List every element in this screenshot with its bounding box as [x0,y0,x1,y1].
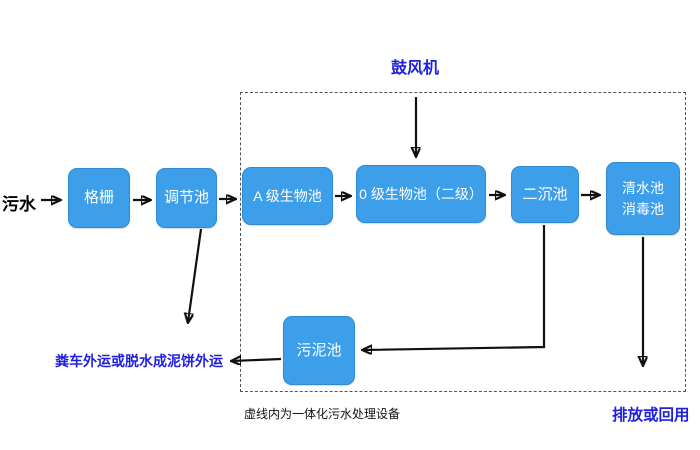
sewage-inflow-label: 污水 [2,195,36,214]
node-grid: 格栅 [68,168,130,228]
node-sludge-tank-label: 污泥池 [296,341,342,359]
arrow-regulating-to-sludge-out [188,228,203,322]
blower-label: 鼓风机 [391,60,440,77]
node-grid-label: 格栅 [83,189,114,207]
integrated-equipment-boundary [240,92,686,392]
node-a-level-bio-tank: A 级生物池 [242,167,333,225]
node-clean-water-tank-label-line1: 清水池 [622,180,664,197]
node-regulating-tank-label: 调节池 [163,189,209,207]
node-secondary-sedimentation-tank-label: 二沉池 [522,185,568,203]
node-secondary-sedimentation-tank: 二沉池 [511,166,579,223]
node-regulating-tank: 调节池 [156,168,217,228]
node-o-level-bio-tank: 0 级生物池（二级） [356,165,486,223]
node-clean-water-disinfection-tank: 清水池 消毒池 [606,162,680,235]
dashed-box-caption: 虚线内为一体化污水处理设备 [244,407,401,421]
discharge-or-reuse-label: 排放或回用 [612,407,690,424]
sludge-disposal-label: 粪车外运或脱水成泥饼外运 [55,353,223,369]
node-clean-water-tank-label-line2: 消毒池 [622,200,664,217]
node-sludge-tank: 污泥池 [283,316,355,385]
node-o-level-bio-tank-label: 0 级生物池（二级） [359,185,483,202]
node-a-level-bio-tank-label: A 级生物池 [253,187,322,204]
